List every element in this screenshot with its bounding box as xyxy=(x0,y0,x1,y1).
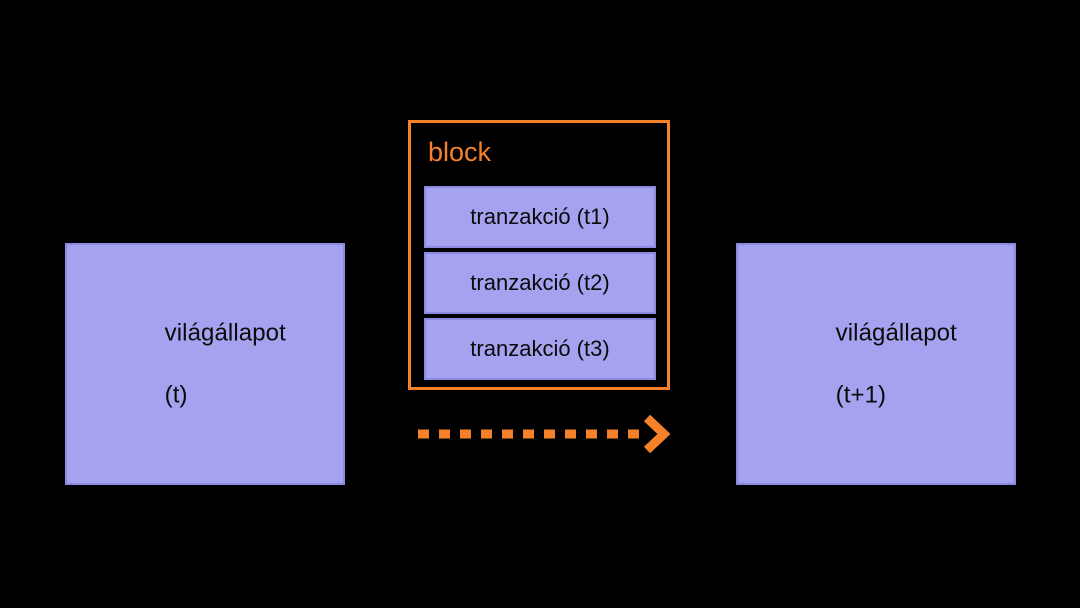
block-title: block xyxy=(428,137,492,167)
world-state-after-line2: (t+1) xyxy=(835,381,887,409)
world-state-after-box: világállapot (t+1) xyxy=(736,243,1016,485)
arrow-chevron-head xyxy=(643,414,670,454)
transaction-list: tranzakció (t1) tranzakció (t2) tranzakc… xyxy=(424,186,656,380)
block-container: block tranzakció (t1) tranzakció (t2) tr… xyxy=(408,120,670,390)
transaction-item: tranzakció (t3) xyxy=(424,318,656,380)
world-state-before-label: világállapot (t) xyxy=(124,287,286,442)
world-state-before-box: világállapot (t) xyxy=(65,243,345,485)
transaction-item: tranzakció (t2) xyxy=(424,252,656,314)
world-state-before-line1: világállapot xyxy=(164,319,286,347)
world-state-after-line1: világállapot xyxy=(835,319,957,347)
world-state-after-label: világállapot (t+1) xyxy=(795,287,957,442)
world-state-before-line2: (t) xyxy=(164,381,188,409)
transaction-item: tranzakció (t1) xyxy=(424,186,656,248)
state-transition-arrow-icon xyxy=(418,414,670,454)
